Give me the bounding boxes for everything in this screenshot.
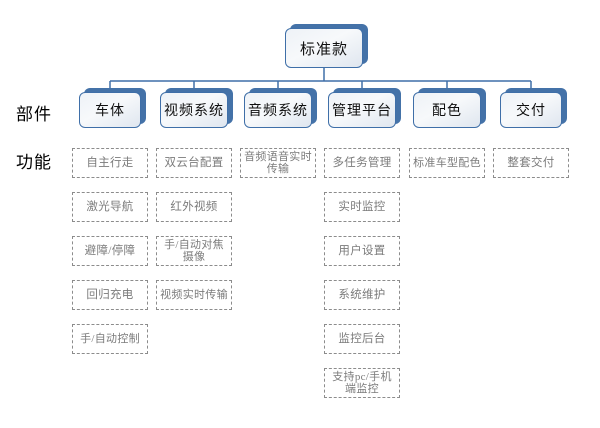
feature-label: 手/自动控制 <box>80 332 140 345</box>
feature-box[interactable]: 回归充电 <box>72 280 148 310</box>
category-node-label: 车体 <box>95 104 125 119</box>
category-node-label: 视频系统 <box>164 104 224 119</box>
feature-label: 整套交付 <box>507 156 555 169</box>
feature-label: 支持pc/手机端监控 <box>332 370 392 395</box>
feature-label: 激光导航 <box>86 200 134 213</box>
feature-box[interactable]: 双云台配置 <box>156 148 232 178</box>
category-node-5[interactable]: 配色 <box>413 88 486 128</box>
feature-label: 自主行走 <box>86 156 134 169</box>
feature-box[interactable]: 手/自动对焦摄像 <box>156 236 232 266</box>
feature-box[interactable]: 视频实时传输 <box>156 280 232 310</box>
feature-label: 红外视频 <box>170 200 218 213</box>
root-node-label: 标准款 <box>299 41 348 58</box>
feature-label: 双云台配置 <box>164 156 224 169</box>
feature-box[interactable]: 红外视频 <box>156 192 232 222</box>
feature-label: 监控后台 <box>338 332 386 345</box>
feature-label: 标准车型配色 <box>413 156 481 169</box>
category-node-face: 配色 <box>413 92 481 128</box>
feature-box[interactable]: 激光导航 <box>72 192 148 222</box>
feature-box[interactable]: 支持pc/手机端监控 <box>324 368 400 398</box>
feature-box[interactable]: 实时监控 <box>324 192 400 222</box>
feature-label: 音频语音实时传输 <box>244 150 312 175</box>
feature-box[interactable]: 多任务管理 <box>324 148 400 178</box>
feature-label: 实时监控 <box>338 200 386 213</box>
category-node-4[interactable]: 管理平台 <box>328 88 401 128</box>
feature-label: 回归充电 <box>86 288 134 301</box>
category-node-2[interactable]: 视频系统 <box>160 88 233 128</box>
row-label-components: 部件 <box>16 105 52 124</box>
feature-box[interactable]: 自主行走 <box>72 148 148 178</box>
category-node-1[interactable]: 车体 <box>79 88 146 128</box>
feature-box[interactable]: 系统维护 <box>324 280 400 310</box>
root-node-face: 标准款 <box>285 28 363 68</box>
feature-box[interactable]: 手/自动控制 <box>72 324 148 354</box>
category-node-face: 管理平台 <box>328 92 396 128</box>
category-node-label: 交付 <box>516 104 546 119</box>
feature-label: 系统维护 <box>338 288 386 301</box>
feature-box[interactable]: 监控后台 <box>324 324 400 354</box>
category-node-face: 交付 <box>500 92 562 128</box>
category-node-face: 车体 <box>79 92 141 128</box>
category-node-6[interactable]: 交付 <box>500 88 567 128</box>
feature-box[interactable]: 用户设置 <box>324 236 400 266</box>
feature-label: 多任务管理 <box>332 156 392 169</box>
row-label-functions: 功能 <box>16 153 52 172</box>
feature-label: 用户设置 <box>338 244 386 257</box>
root-node[interactable]: 标准款 <box>285 24 368 68</box>
category-node-face: 视频系统 <box>160 92 228 128</box>
feature-box[interactable]: 整套交付 <box>493 148 569 178</box>
feature-label: 视频实时传输 <box>160 288 228 301</box>
category-node-label: 音频系统 <box>248 104 308 119</box>
feature-label: 避障/停障 <box>84 244 136 257</box>
feature-box[interactable]: 音频语音实时传输 <box>240 148 316 178</box>
feature-box[interactable]: 标准车型配色 <box>409 148 485 178</box>
feature-box[interactable]: 避障/停障 <box>72 236 148 266</box>
category-node-3[interactable]: 音频系统 <box>244 88 317 128</box>
category-node-label: 管理平台 <box>332 104 392 119</box>
category-node-label: 配色 <box>432 104 462 119</box>
feature-label: 手/自动对焦摄像 <box>164 238 224 263</box>
category-node-face: 音频系统 <box>244 92 312 128</box>
